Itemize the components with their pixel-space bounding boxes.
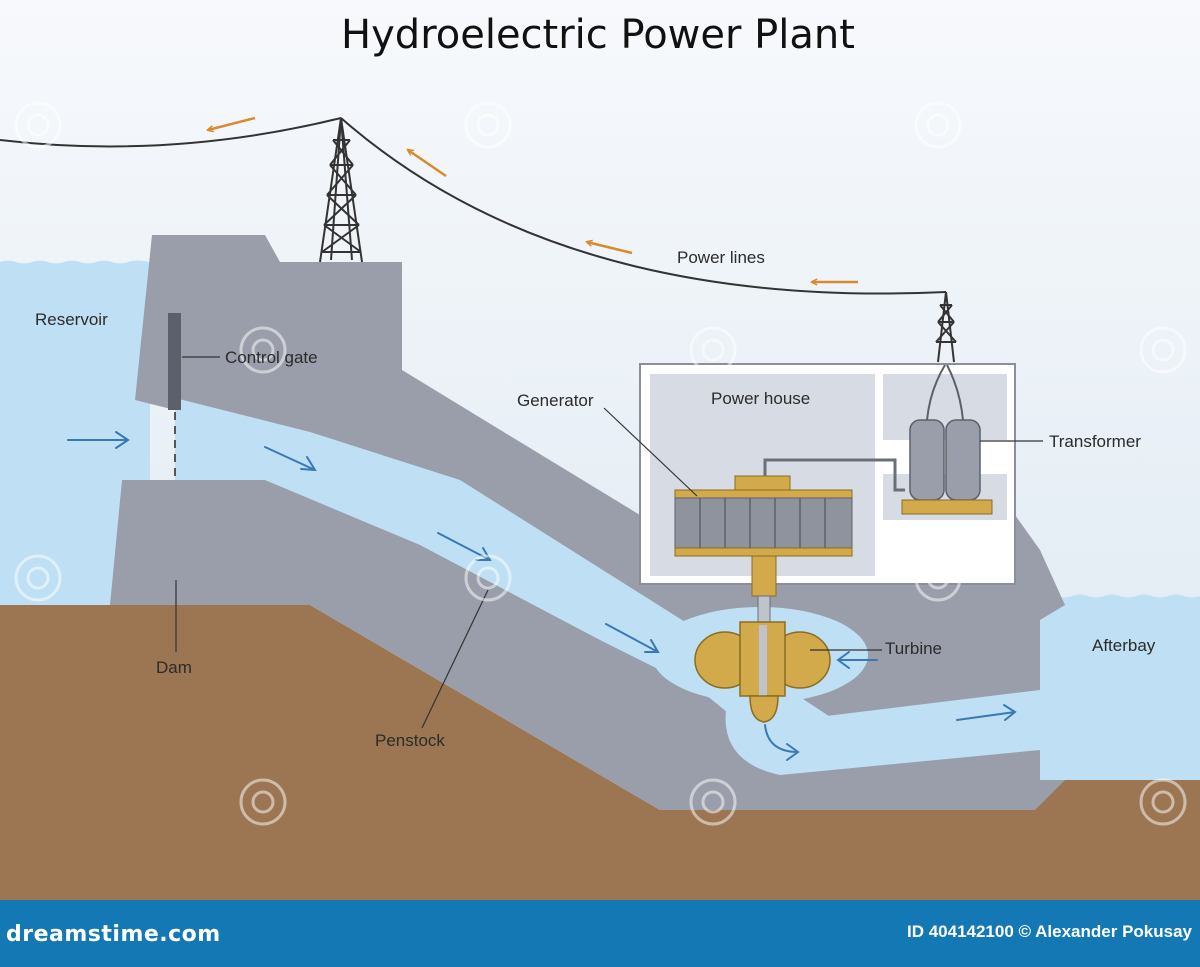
water-flow-arrows bbox=[67, 431, 1017, 761]
control-gate bbox=[168, 313, 181, 410]
generator-cap bbox=[734, 475, 791, 491]
afterbay-water bbox=[1040, 594, 1200, 790]
transformer-room-top bbox=[883, 374, 1007, 440]
leader-lines bbox=[175, 356, 1043, 729]
generator-bottom-plate bbox=[674, 547, 853, 557]
footer-bar: dreamstime.com ID 404142100 © Alexander … bbox=[0, 900, 1200, 967]
label-transformer: Transformer bbox=[1049, 432, 1141, 451]
label-penstock: Penstock bbox=[375, 731, 445, 750]
power-line-left bbox=[0, 117, 342, 148]
diagram-title: Hydroelectric Power Plant bbox=[341, 12, 855, 58]
label-turbine: Turbine bbox=[885, 639, 942, 658]
transformer-tank-left bbox=[909, 419, 945, 501]
watermark-logos bbox=[14, 101, 1187, 826]
reservoir-water bbox=[0, 260, 150, 610]
ground bbox=[0, 605, 1200, 900]
label-afterbay: Afterbay bbox=[1092, 636, 1156, 655]
power-flow-arrows bbox=[208, 116, 858, 282]
footer-brand[interactable]: dreamstime.com bbox=[6, 922, 221, 947]
transformer-tank-right bbox=[945, 419, 981, 501]
label-reservoir: Reservoir bbox=[35, 310, 108, 329]
turbine-hub-shaft bbox=[759, 625, 767, 697]
draft-tube-water bbox=[725, 690, 1040, 775]
label-generator: Generator bbox=[517, 391, 594, 410]
power-line-right bbox=[340, 117, 947, 295]
generator-core bbox=[674, 497, 853, 549]
label-power-house: Power house bbox=[711, 389, 810, 408]
transformer-base bbox=[901, 499, 993, 515]
label-control-gate: Control gate bbox=[225, 348, 318, 367]
label-dam: Dam bbox=[156, 658, 192, 677]
generator-top-plate bbox=[674, 489, 853, 499]
hydro-diagram: Hydroelectric Power Plant Reservoir Cont… bbox=[0, 0, 1200, 900]
shaft-coupling bbox=[751, 555, 777, 597]
transformer-leads bbox=[926, 364, 964, 421]
label-power-lines: Power lines bbox=[677, 248, 765, 267]
turbine-cone bbox=[749, 695, 779, 723]
generator-cable bbox=[763, 458, 905, 492]
footer-credit: ID 404142100 © Alexander Pokusay bbox=[906, 922, 1192, 941]
generator-windings bbox=[699, 498, 826, 548]
